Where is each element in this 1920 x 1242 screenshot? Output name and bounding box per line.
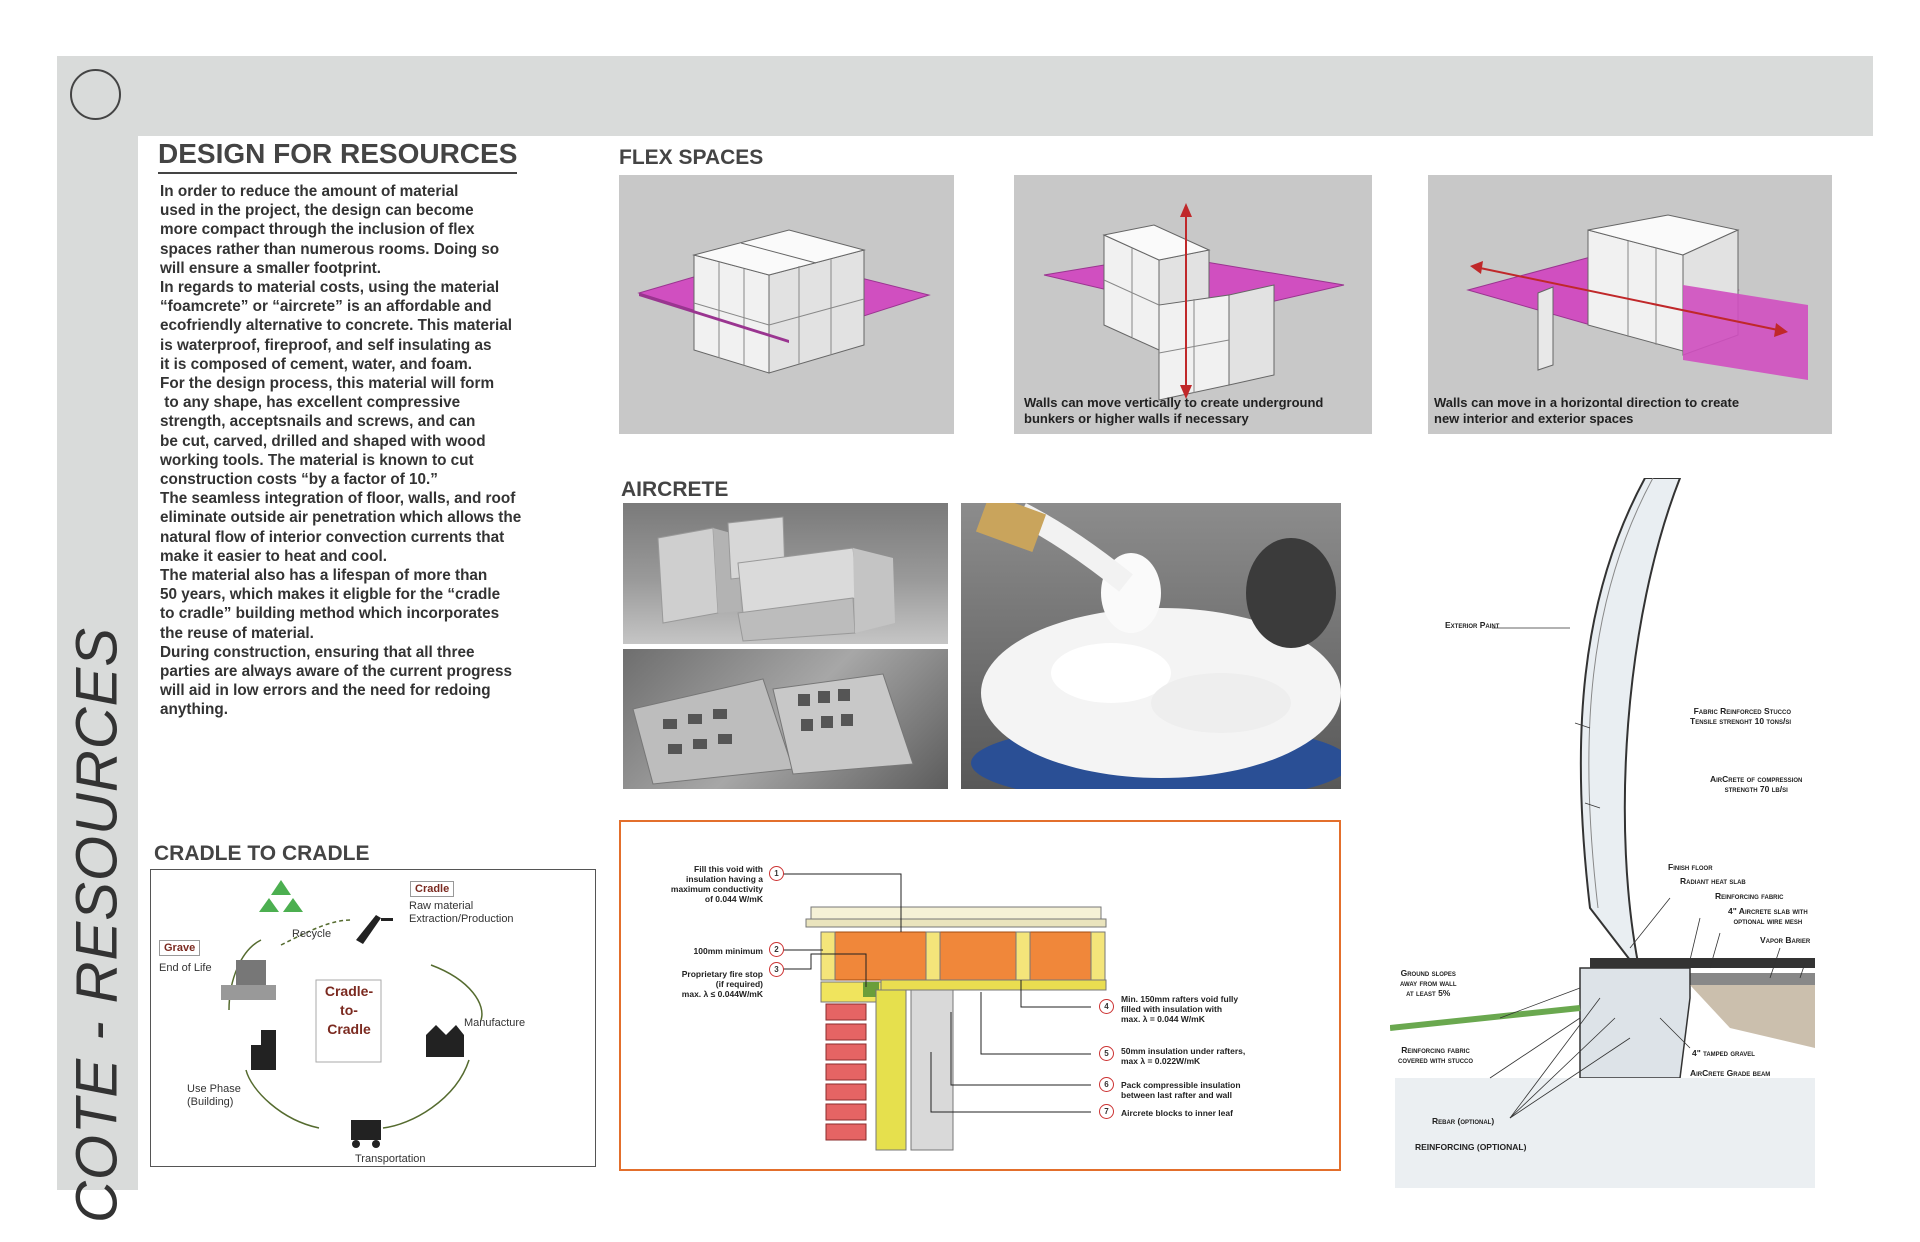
sidebar	[57, 56, 138, 1190]
body-text-line: used in the project, the design can beco…	[160, 202, 474, 220]
cradle-center-label: Cradle- to- Cradle	[324, 983, 374, 1037]
flex-panel-1	[619, 175, 954, 434]
cradle-tag: Cradle	[410, 881, 455, 897]
body-text-line: natural flow of interior convection curr…	[160, 528, 505, 546]
blocks-image	[657, 516, 895, 642]
aircrete-blocks-photo	[623, 503, 948, 644]
body-text-line: be cut, carved, drilled and shaped with …	[160, 432, 486, 450]
header-bar	[57, 56, 1873, 136]
body-text-line: 50 years, which makes it eligble for the…	[160, 586, 501, 604]
detail-label-6: Pack compressible insulation between las…	[1121, 1080, 1241, 1100]
flex-diagram-1	[637, 229, 931, 374]
detail-label-5: 50mm insulation under rafters, max λ = 0…	[1121, 1046, 1246, 1066]
excavator-icon	[356, 915, 381, 944]
flex-diagram-2	[1043, 203, 1345, 401]
cradle-title: CRADLE TO CRADLE	[154, 842, 370, 865]
body-text-line: to any shape, has excellent compressive	[160, 394, 461, 412]
body-text-line: strength, acceptsnails and screws, and c…	[160, 413, 476, 431]
detail-label-2: 100mm minimum	[693, 946, 763, 956]
body-text-line: The material also has a lifespan of more…	[160, 567, 488, 585]
body-text-line: it is composed of cement, water, and foa…	[160, 355, 472, 373]
label-grade-beam: AirCrete Grade beam	[1690, 1068, 1771, 1078]
cradle-diagram: Cradle Raw material Extraction/Productio…	[150, 869, 596, 1167]
body-text-line: In order to reduce the amount of materia…	[160, 183, 459, 200]
flex-caption-2: Walls can move vertically to create unde…	[1024, 395, 1324, 426]
detail-num-4: 4	[1099, 999, 1114, 1014]
detail-num-5: 5	[1099, 1046, 1114, 1061]
roof-detail-drawing	[783, 873, 1107, 1151]
body-text-line: anything.	[160, 701, 228, 719]
detail-label-7: Aircrete blocks to inner leaf	[1121, 1108, 1233, 1118]
body-text-line: working tools. The material is known to …	[160, 451, 474, 469]
label-aircrete: AirCrete of compression strength 70 lb/s…	[1710, 774, 1803, 794]
body-text: In order to reduce the amount of materia…	[160, 182, 555, 720]
grave-tag: Grave	[159, 940, 201, 956]
flex-caption-3: Walls can move in a horizontal direction…	[1434, 395, 1740, 426]
use-phase-label: Use Phase (Building)	[187, 1083, 241, 1108]
detail-num-3: 3	[769, 962, 784, 977]
molds-image	[632, 673, 914, 785]
body-text-line: During construction, ensuring that all t…	[160, 643, 475, 661]
label-reinforcing-fabric: Reinforcing fabric	[1715, 891, 1784, 901]
label-rebar: Rebar (optional)	[1432, 1116, 1495, 1126]
body-text-line: spaces rather than numerous rooms. Doing…	[160, 240, 500, 258]
label-reinf-stucco: Reinforcing fabric covered with stucco	[1398, 1045, 1474, 1065]
label-finish-floor: Finish floor	[1668, 862, 1713, 872]
recycle-icon	[259, 880, 303, 912]
foam-image	[971, 503, 1341, 789]
cradle-cycle-drawing	[221, 880, 483, 1148]
body-text-line: ecofriendly alternative to concrete. Thi…	[160, 317, 512, 335]
end-of-life-label: End of Life	[159, 962, 212, 974]
raw-material-label: Raw material Extraction/Production	[409, 900, 514, 925]
foam-photo	[961, 503, 1341, 789]
detail-label-1: Fill this void with insulation having a …	[670, 864, 763, 904]
label-vapor: Vapor Barier	[1760, 935, 1811, 945]
body-text-line: The seamless integration of floor, walls…	[160, 490, 516, 508]
aircrete-title: AIRCRETE	[621, 478, 729, 501]
label-radiant: Radiant heat slab	[1680, 876, 1746, 886]
label-slab: 4" Aircrete slab with optional wire mesh	[1728, 906, 1808, 926]
body-text-line: is waterproof, fireproof, and self insul…	[160, 336, 492, 354]
flex-panel-3: Walls can move in a horizontal direction…	[1428, 175, 1832, 434]
body-text-line: For the design process, this material wi…	[160, 375, 495, 393]
wall-section-drawing	[1390, 478, 1815, 1188]
flex-diagram-3	[1466, 214, 1808, 380]
body-text-line: make it easier to heat and cool.	[160, 547, 387, 565]
forklift-icon	[351, 1120, 381, 1140]
sidebar-title: COTE - RESOURCES	[64, 626, 130, 1224]
detail-label-3: Proprietary fire stop (if required) max.…	[681, 969, 763, 999]
body-text-line: parties are always aware of the current …	[160, 663, 512, 681]
label-ground: Ground slopes away from wall at least 5%	[1400, 968, 1457, 998]
label-stucco: Fabric Reinforced Stucco Tensile strengh…	[1690, 706, 1791, 726]
body-text-line: eliminate outside air penetration which …	[160, 509, 522, 527]
detail-label-4: Min. 150mm rafters void fully filled wit…	[1121, 994, 1239, 1024]
detail-num-1: 1	[769, 866, 784, 881]
flex-panel-2: Walls can move vertically to create unde…	[1014, 175, 1372, 434]
body-text-line: In regards to material costs, using the …	[160, 279, 500, 297]
body-text-line: will ensure a smaller footprint.	[160, 259, 382, 277]
factory-icon	[426, 1035, 464, 1057]
manufacture-label: Manufacture	[464, 1017, 526, 1029]
body-text-line: to cradle” building method which incorpo…	[160, 605, 500, 623]
flex-spaces-title: FLEX SPACES	[619, 146, 764, 169]
body-text-line: “foamcrete” or “aircrete” is an affordab…	[160, 298, 492, 316]
aircrete-molds-photo	[623, 649, 948, 789]
wall-section: Exterior Paint Fabric Reinforced Stucco …	[1390, 478, 1815, 1188]
body-text-line: more compact through the inclusion of fl…	[160, 221, 475, 239]
detail-num-7: 7	[1099, 1104, 1114, 1119]
label-reinforcing-opt: REINFORCING (OPTIONAL)	[1415, 1142, 1527, 1152]
detail-section-box: Fill this void with insulation having a …	[619, 820, 1341, 1171]
recycle-label: Recycle	[292, 928, 332, 940]
circle-icon	[70, 69, 121, 120]
transport-label: Transportation	[355, 1153, 426, 1165]
body-text-line: construction costs “by a factor of 10.”	[160, 471, 438, 489]
body-text-line: will aid in low errors and the need for …	[160, 682, 491, 700]
detail-num-6: 6	[1099, 1077, 1114, 1092]
ruins-icon	[221, 960, 276, 1000]
detail-num-2: 2	[769, 942, 784, 957]
design-title: DESIGN FOR RESOURCES	[158, 138, 518, 174]
label-exterior-paint: Exterior Paint	[1445, 620, 1500, 630]
body-text-line: the reuse of material.	[160, 624, 314, 642]
label-gravel: 4" tamped gravel	[1692, 1048, 1755, 1058]
